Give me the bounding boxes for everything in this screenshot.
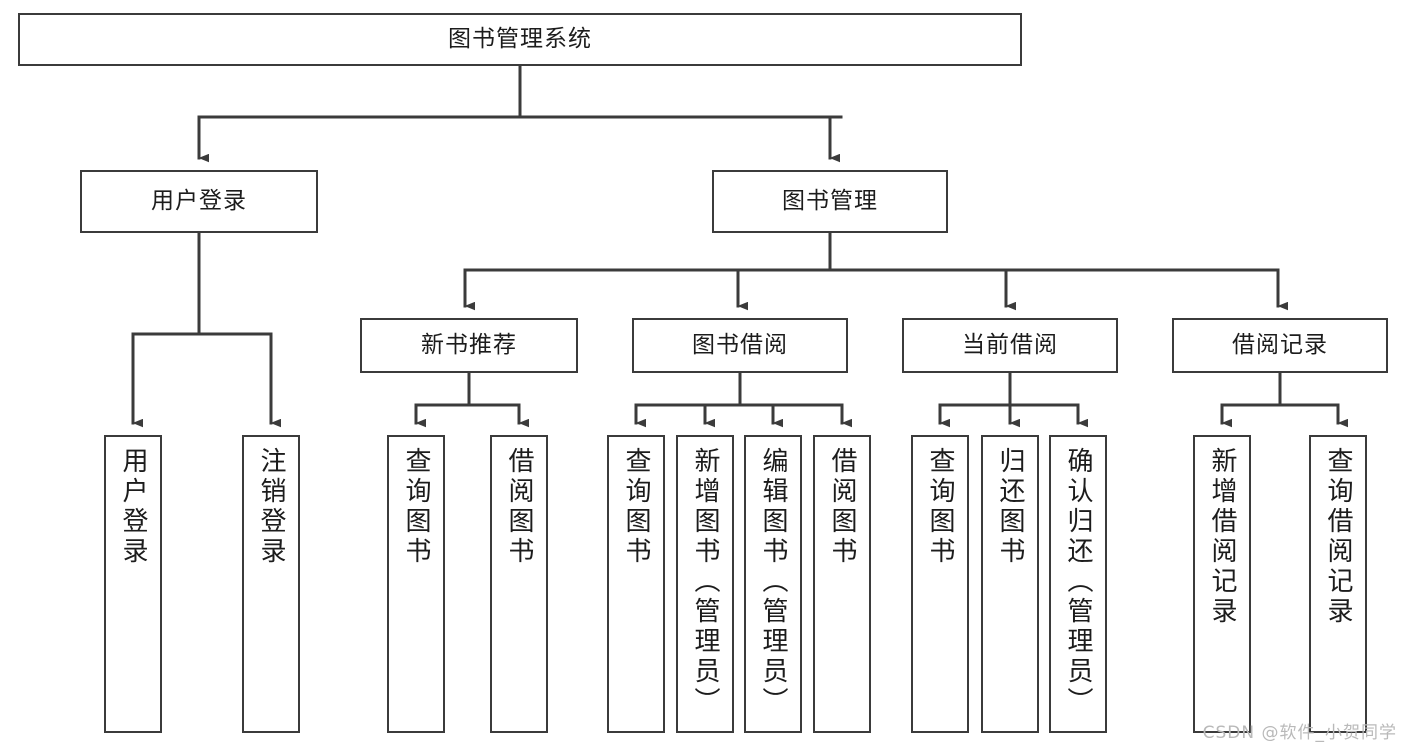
leaf-edit-book-admin[interactable]: 编辑图书（管理员）: [744, 435, 802, 733]
node-label: 借阅图书: [827, 447, 857, 567]
leaf-confirm-return-admin[interactable]: 确认归还（管理员）: [1049, 435, 1107, 733]
node-user-login[interactable]: 用户登录: [80, 170, 318, 233]
node-label: 新书推荐: [421, 332, 517, 359]
node-label: 图书借阅: [692, 332, 788, 359]
leaf-borrow-book-2[interactable]: 借阅图书: [813, 435, 871, 733]
node-label: 编辑图书（管理员）: [758, 447, 788, 717]
node-book-manage[interactable]: 图书管理: [712, 170, 948, 233]
node-label: 用户登录: [118, 447, 148, 567]
leaf-query-book-2[interactable]: 查询图书: [607, 435, 665, 733]
node-label: 注销登录: [256, 447, 286, 567]
leaf-query-borrow-record[interactable]: 查询借阅记录: [1309, 435, 1367, 733]
node-borrow-record[interactable]: 借阅记录: [1172, 318, 1388, 373]
node-label: 确认归还（管理员）: [1063, 447, 1093, 717]
node-label: 查询借阅记录: [1323, 447, 1353, 627]
leaf-return-book[interactable]: 归还图书: [981, 435, 1039, 733]
leaf-logout-login[interactable]: 注销登录: [242, 435, 300, 733]
leaf-add-book-admin[interactable]: 新增图书（管理员）: [676, 435, 734, 733]
node-label: 查询图书: [621, 447, 651, 567]
node-book-borrow[interactable]: 图书借阅: [632, 318, 848, 373]
node-new-book-recommend[interactable]: 新书推荐: [360, 318, 578, 373]
node-label: 借阅记录: [1232, 332, 1328, 359]
node-label: 新增图书（管理员）: [690, 447, 720, 717]
node-label: 归还图书: [995, 447, 1025, 567]
node-label: 用户登录: [151, 188, 247, 215]
csdn-watermark: CSDN @软件_小贺同学: [1202, 723, 1397, 743]
leaf-query-book-1[interactable]: 查询图书: [387, 435, 445, 733]
leaf-query-book-3[interactable]: 查询图书: [911, 435, 969, 733]
node-current-borrow[interactable]: 当前借阅: [902, 318, 1118, 373]
node-label: 图书管理: [782, 188, 878, 215]
leaf-add-borrow-record[interactable]: 新增借阅记录: [1193, 435, 1251, 733]
node-label: 查询图书: [401, 447, 431, 567]
node-root-book-management-system[interactable]: 图书管理系统: [18, 13, 1022, 66]
node-label: 查询图书: [925, 447, 955, 567]
leaf-user-login[interactable]: 用户登录: [104, 435, 162, 733]
node-label: 当前借阅: [962, 332, 1058, 359]
node-label: 图书管理系统: [448, 26, 592, 53]
node-label: 借阅图书: [504, 447, 534, 567]
node-label: 新增借阅记录: [1207, 447, 1237, 627]
leaf-borrow-book-1[interactable]: 借阅图书: [490, 435, 548, 733]
